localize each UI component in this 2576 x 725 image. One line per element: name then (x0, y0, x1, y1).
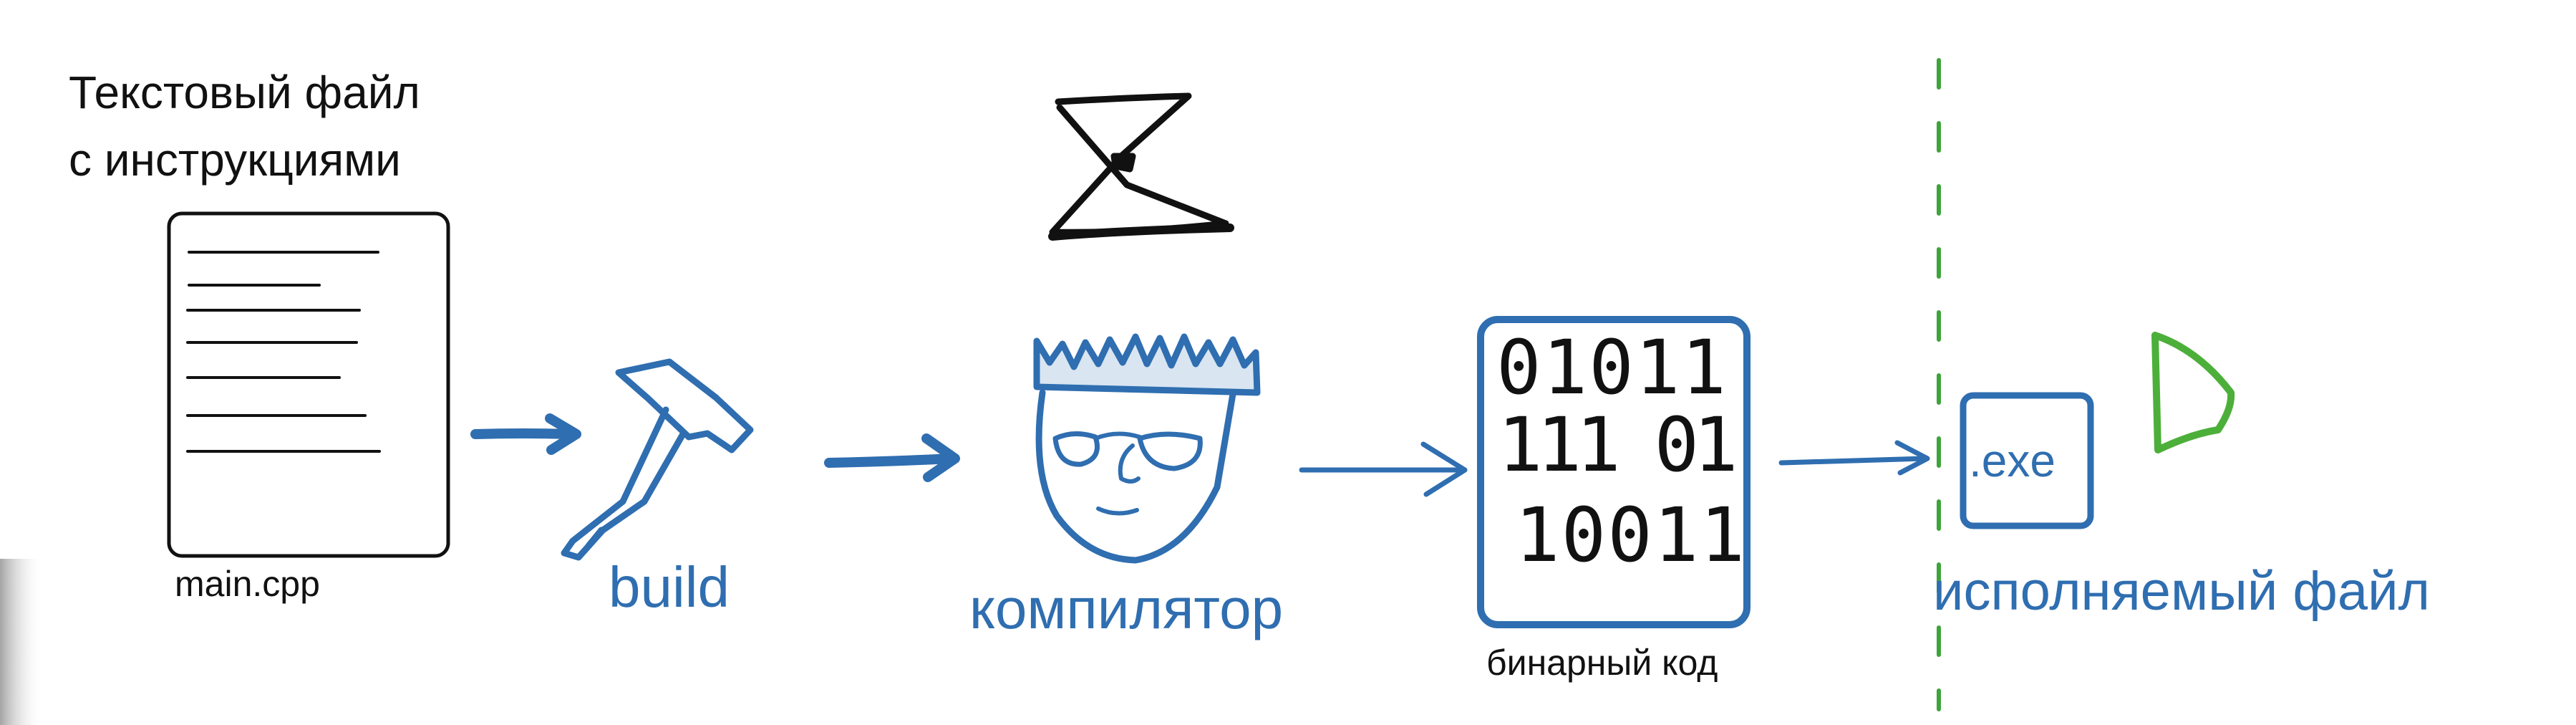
exe-badge: .exe (1969, 435, 2056, 486)
build-label: build (609, 555, 730, 619)
play-icon (2151, 332, 2235, 453)
binary-row-1: 01011 (1496, 324, 1728, 411)
left-edge-shadow (0, 559, 43, 725)
hourglass-icon (1048, 92, 1234, 241)
binary-box (1477, 316, 1751, 628)
hammer-icon (561, 358, 754, 561)
exe-box (1960, 392, 2094, 529)
source-title-line1: Текстовый файл (69, 67, 420, 118)
arrow-binary-to-exe (1778, 440, 1930, 476)
arrow-compiler-to-binary (1299, 441, 1468, 497)
executable-label: исполняемый файл (1933, 561, 2430, 622)
source-filename: main.cpp (175, 564, 320, 604)
binary-row-2: 111 01 (1498, 401, 1738, 489)
compiler-head-icon (1033, 333, 1261, 564)
arrow-build-to-compiler (824, 433, 960, 482)
arrow-file-to-build (470, 413, 581, 455)
document-icon (167, 211, 450, 558)
source-title-line2: с инструкциями (69, 134, 401, 186)
compiler-label: компилятор (969, 577, 1284, 640)
binary-row-3: 10011 (1515, 491, 1747, 579)
binary-label: бинарный код (1486, 643, 1718, 683)
